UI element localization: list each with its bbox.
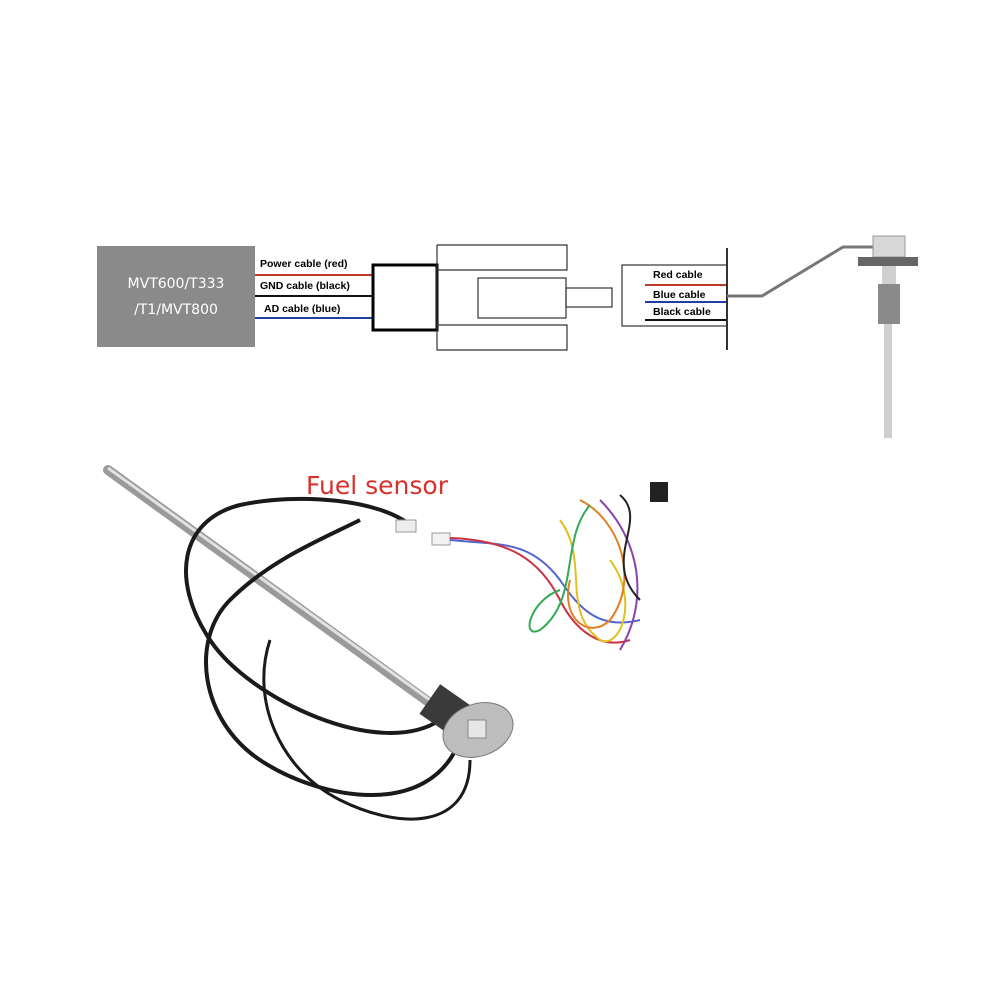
sensor-plug	[621, 264, 728, 327]
fuel-sensor-photo	[103, 465, 514, 821]
probe-cable-loop	[184, 496, 442, 735]
harness-plug	[431, 532, 451, 546]
sensor-probe	[884, 324, 892, 438]
red-cable-label: Red cable	[653, 269, 703, 281]
power-cable-label: Power cable (red)	[260, 258, 348, 270]
sensor-flange	[858, 257, 918, 266]
harness-wire-red	[449, 537, 631, 644]
probe-flange-hole	[467, 719, 487, 739]
black-cable-label: Black cable	[653, 306, 711, 318]
gnd-cable-label: GND cable (black)	[260, 280, 350, 292]
probe-cable-loop-3	[262, 639, 472, 821]
device-model-line-1: MVT600/T333	[127, 276, 225, 292]
connector-pin	[565, 287, 613, 308]
harness-wire-purple	[599, 499, 639, 651]
harness-wire-yellow	[559, 519, 627, 643]
sensor-neck	[882, 266, 896, 284]
harness-wire-green	[528, 504, 591, 633]
harness-wire-black	[619, 494, 641, 601]
wire-harness-photo	[431, 482, 668, 651]
harness-connector	[650, 482, 668, 502]
sensor-cap	[872, 235, 906, 258]
sensor-body	[878, 284, 900, 324]
tracker-device-box: MVT600/T333 /T1/MVT800	[97, 246, 255, 347]
connector-housing	[436, 244, 568, 351]
fuel-sensor-title: Fuel sensor	[306, 471, 448, 500]
blue-cable-label: Blue cable	[653, 289, 706, 301]
sensor-cable	[727, 245, 880, 298]
connector-inner	[477, 277, 567, 319]
harness-wire-blue	[449, 539, 641, 624]
harness-wire-orange	[567, 499, 626, 629]
ad-cable-label: AD cable (blue)	[264, 303, 341, 315]
probe-connector	[395, 519, 417, 533]
device-model-line-2: /T1/MVT800	[134, 302, 218, 318]
probe-rod-highlight	[107, 466, 449, 715]
probe-cable-loop-2	[204, 518, 462, 797]
probe-rod	[103, 465, 453, 721]
plug-bracket	[371, 263, 439, 332]
